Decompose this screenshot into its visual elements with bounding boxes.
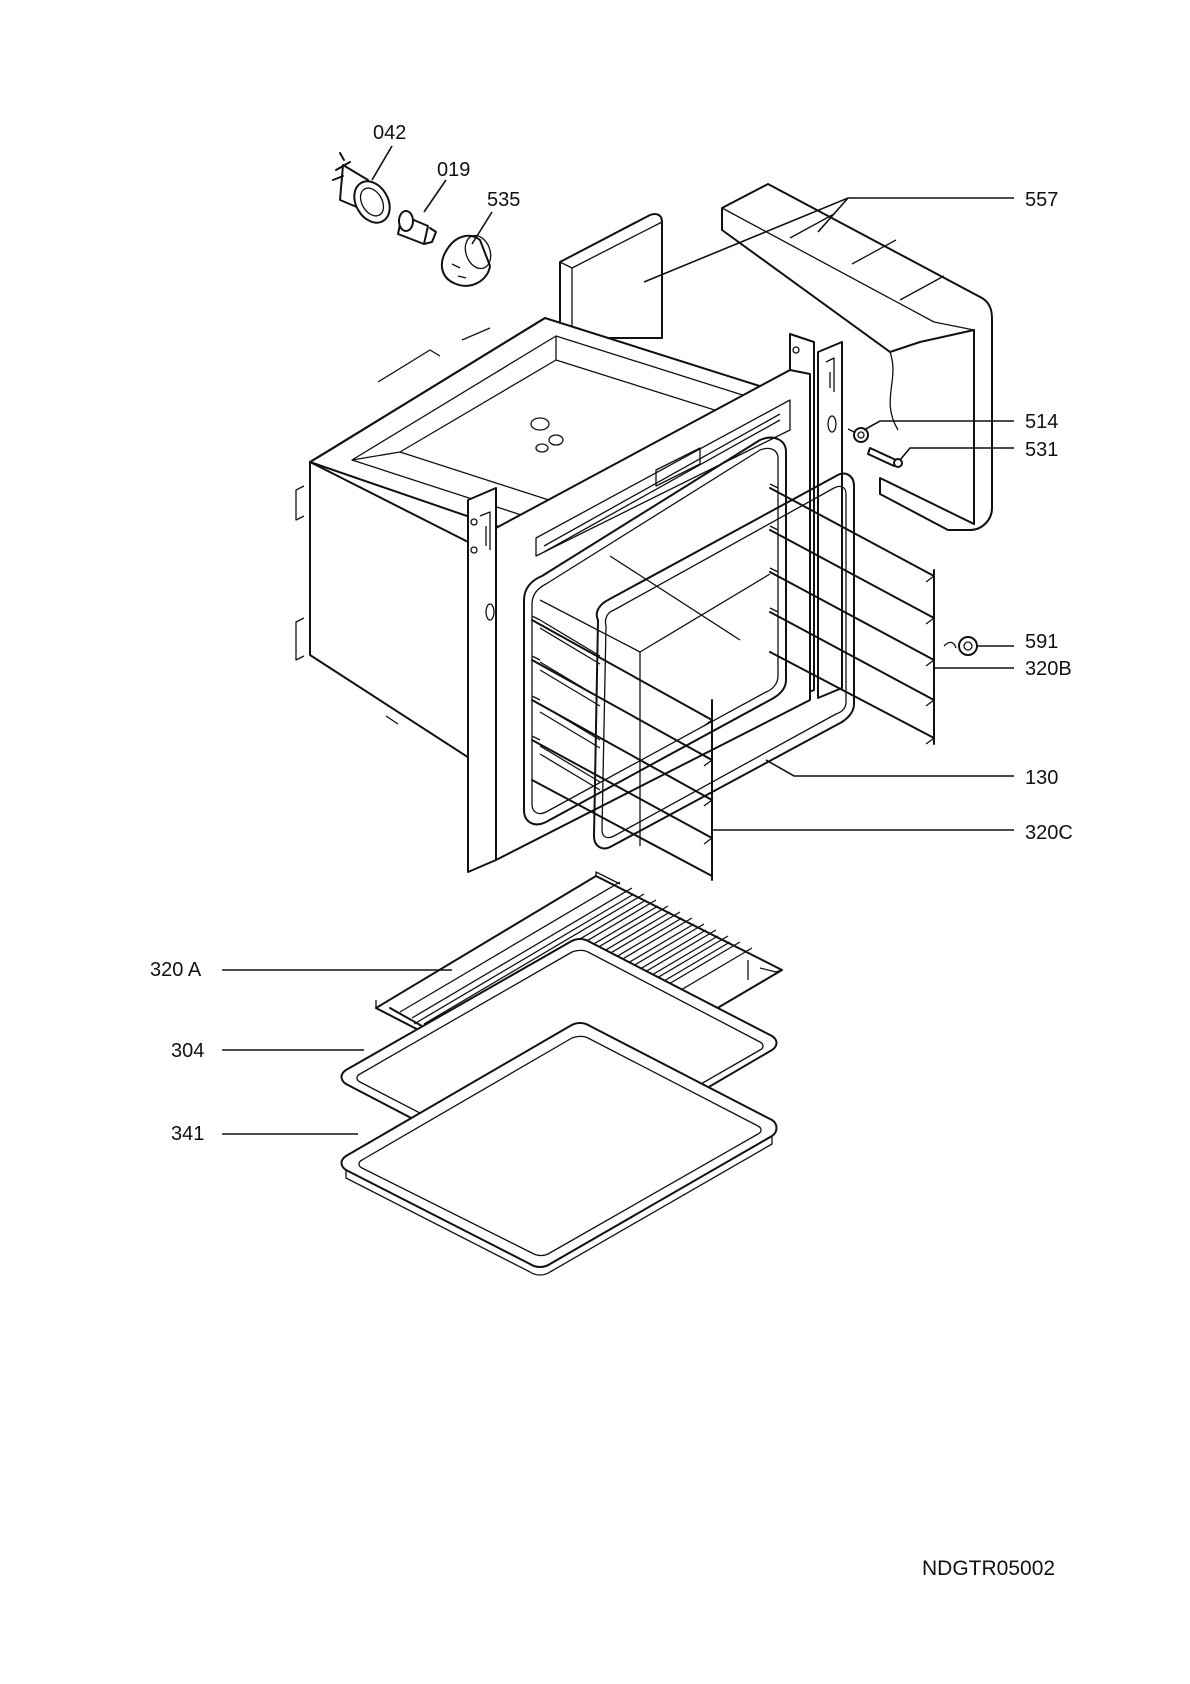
part-label-514: 514 bbox=[1025, 411, 1059, 433]
leader-lines bbox=[222, 145, 1014, 1135]
part-label-320A: 320 A bbox=[150, 959, 202, 981]
part-label-591: 591 bbox=[1025, 631, 1059, 653]
lamp-socket-part bbox=[332, 152, 391, 224]
right-shelf-support-part bbox=[769, 483, 935, 745]
lamp-cover-part bbox=[440, 234, 492, 287]
screw-514-part bbox=[847, 427, 869, 443]
part-label-042: 042 bbox=[373, 122, 407, 144]
part-label-557: 557 bbox=[1025, 189, 1059, 211]
nut-591-part bbox=[943, 636, 978, 656]
document-code: NDGTR05002 bbox=[922, 1557, 1056, 1580]
part-label-130: 130 bbox=[1025, 767, 1059, 789]
part-label-304: 304 bbox=[171, 1040, 205, 1062]
part-label-341: 341 bbox=[171, 1123, 205, 1145]
part-label-019: 019 bbox=[437, 159, 471, 181]
part-label-320C: 320C bbox=[1025, 822, 1073, 844]
door-seal-part bbox=[593, 472, 855, 850]
screw-531-part bbox=[867, 447, 903, 468]
part-label-320B: 320B bbox=[1025, 658, 1072, 680]
oven-cavity-part bbox=[295, 317, 843, 873]
left-shelf-support-part bbox=[531, 615, 713, 881]
lamp-bulb-part bbox=[397, 210, 437, 245]
part-label-531: 531 bbox=[1025, 439, 1059, 461]
drip-pan-part bbox=[340, 1022, 778, 1276]
part-label-535: 535 bbox=[487, 189, 521, 211]
insulation-part bbox=[559, 183, 993, 531]
